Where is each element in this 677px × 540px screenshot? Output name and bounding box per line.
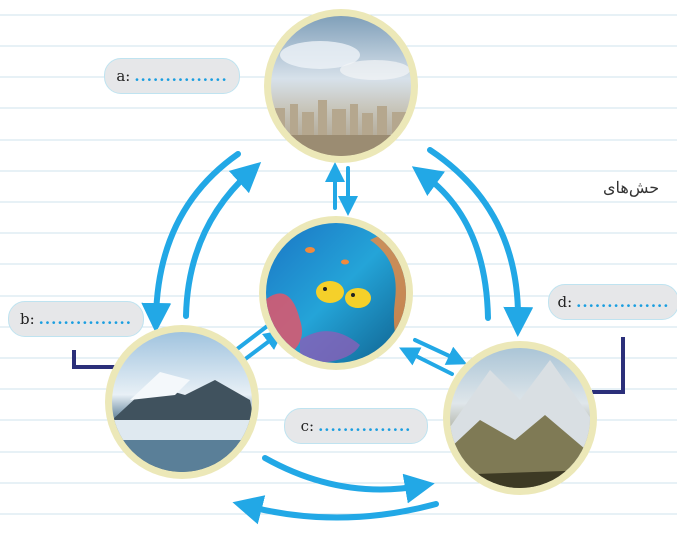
label-d: d: ............... [548,284,677,320]
arrow-right-to-left [232,495,439,525]
hydrosphere-photo-circle [259,216,413,370]
label-b-prefix: b: [20,310,35,328]
label-c: c: ............... [284,408,428,444]
arrow-center-to-right [413,338,468,365]
arrow-left-to-top [183,161,262,319]
label-a-blank[interactable]: ............... [134,67,228,85]
side-text-fragment: حش‌های [603,178,660,197]
label-a: a: ............... [104,58,240,94]
arrow-top-to-right [427,147,534,337]
glacier-photo-circle [105,325,259,479]
label-d-prefix: d: [557,293,573,311]
arrow-right-to-center [399,347,454,376]
connector-line-b [72,350,116,369]
label-c-blank[interactable]: ............... [318,417,412,435]
arrow-right-to-top [411,166,491,321]
label-d-blank[interactable]: ............... [576,293,670,311]
mountain-photo-circle [443,341,597,495]
label-b: b: ............... [8,301,144,337]
atmosphere-photo-circle [264,9,418,163]
arrow-left-to-right [262,455,435,504]
arrow-top-to-left [141,151,241,333]
connector-line-d [592,337,625,394]
label-c-prefix: c: [300,417,315,435]
label-a-prefix: a: [116,67,131,85]
label-b-blank[interactable]: ............... [38,310,132,328]
